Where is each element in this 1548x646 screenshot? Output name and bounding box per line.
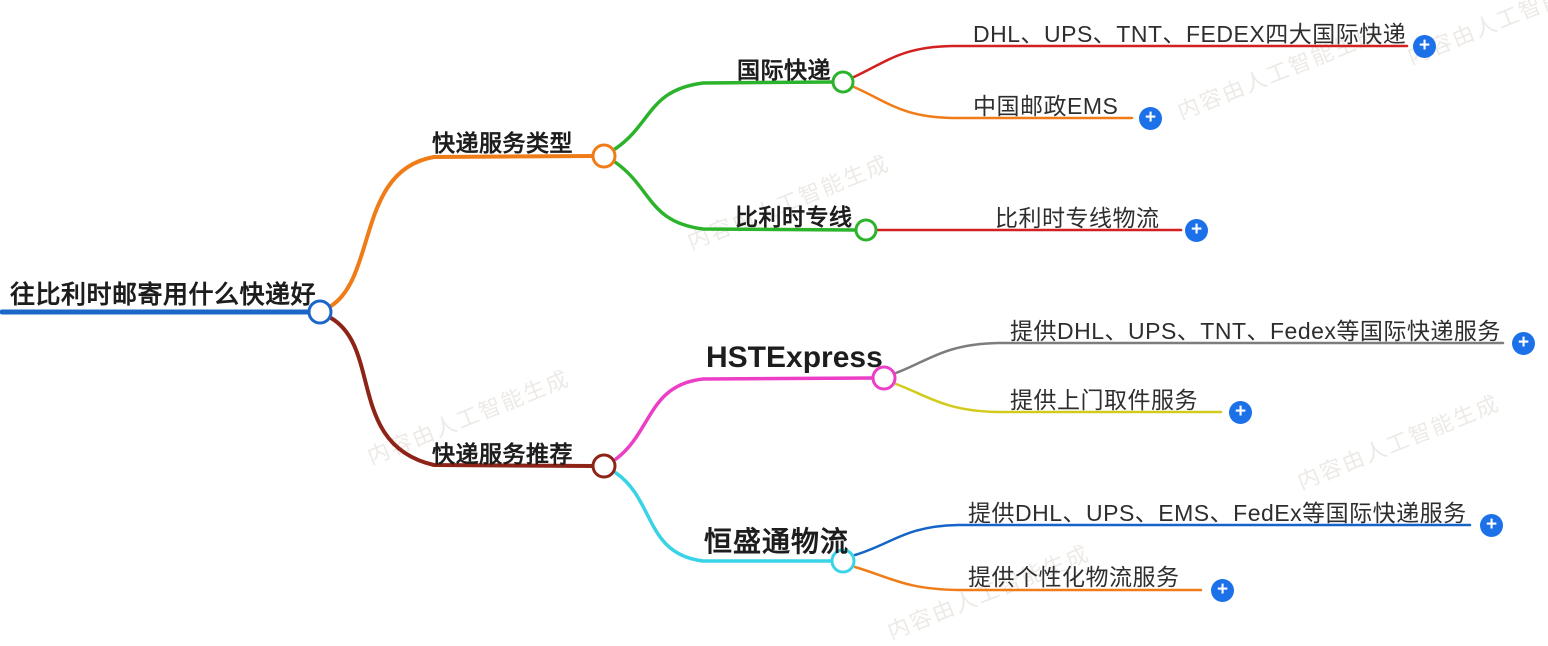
node-label-hstexpress[interactable]: HSTExpress xyxy=(706,341,883,374)
add-child-button[interactable]: + xyxy=(1185,219,1208,242)
edge-branch-recommendations xyxy=(329,316,595,468)
plus-icon: + xyxy=(1517,332,1530,353)
edge-branch-service-types xyxy=(329,154,595,308)
leaf-label-personalized-logistics[interactable]: 提供个性化物流服务 xyxy=(968,564,1180,590)
edge-leaf-personalized-logistics xyxy=(853,565,1203,592)
plus-icon: + xyxy=(1234,401,1247,422)
leaf-label-hst-services[interactable]: 提供DHL、UPS、TNT、Fedex等国际快递服务 xyxy=(1010,318,1501,344)
node-label-hengshengtong[interactable]: 恒盛通物流 xyxy=(704,526,850,557)
node-circle-recommendations[interactable] xyxy=(591,453,617,479)
root-node-label[interactable]: 往比利时邮寄用什么快递好 xyxy=(10,281,317,309)
node-label-service-types[interactable]: 快递服务类型 xyxy=(432,130,573,156)
add-child-button[interactable]: + xyxy=(1229,401,1252,424)
add-child-button[interactable]: + xyxy=(1139,107,1162,130)
plus-icon: + xyxy=(1418,35,1431,56)
node-label-international-express[interactable]: 国际快递 xyxy=(737,57,831,83)
edge-leaf-four-big-couriers xyxy=(852,44,1409,79)
plus-icon: + xyxy=(1485,514,1498,535)
edge-leaf-china-post-ems xyxy=(852,85,1134,120)
leaf-label-china-post-ems[interactable]: 中国邮政EMS xyxy=(973,93,1119,119)
leaf-label-pickup-service[interactable]: 提供上门取件服务 xyxy=(1010,387,1198,413)
plus-icon: + xyxy=(1190,219,1203,240)
add-child-button[interactable]: + xyxy=(1211,579,1234,602)
edge-hengshengtong xyxy=(614,471,834,563)
node-circle-belgium-line[interactable] xyxy=(854,218,878,242)
plus-icon: + xyxy=(1144,107,1157,128)
leaf-label-hst2-services[interactable]: 提供DHL、UPS、EMS、FedEx等国际快递服务 xyxy=(968,500,1467,526)
mindmap-canvas xyxy=(0,44,1505,592)
node-circle-service-types[interactable] xyxy=(591,143,617,169)
add-child-button[interactable]: + xyxy=(1512,332,1535,355)
add-child-button[interactable]: + xyxy=(1480,514,1503,537)
edge-belgium-line xyxy=(613,160,858,232)
edge-leaf-hst2-services xyxy=(853,523,1472,557)
plus-icon: + xyxy=(1216,579,1229,600)
edge-international-express xyxy=(613,80,835,151)
node-circle-hengshengtong[interactable] xyxy=(830,548,856,574)
node-label-belgium-line[interactable]: 比利时专线 xyxy=(735,204,853,230)
edge-leaf-pickup-service xyxy=(894,382,1223,414)
node-circle-hstexpress[interactable] xyxy=(871,365,897,391)
edge-hstexpress xyxy=(614,376,875,461)
leaf-label-four-big-couriers[interactable]: DHL、UPS、TNT、FEDEX四大国际快递 xyxy=(973,21,1407,47)
root-node-circle[interactable] xyxy=(307,299,333,325)
add-child-button[interactable]: + xyxy=(1413,35,1436,58)
edge-leaf-hst-services xyxy=(894,341,1505,375)
node-label-recommendations[interactable]: 快递服务推荐 xyxy=(432,441,573,467)
leaf-label-belgium-line-logistics[interactable]: 比利时专线物流 xyxy=(995,205,1160,231)
node-circle-international-express[interactable] xyxy=(831,70,855,94)
